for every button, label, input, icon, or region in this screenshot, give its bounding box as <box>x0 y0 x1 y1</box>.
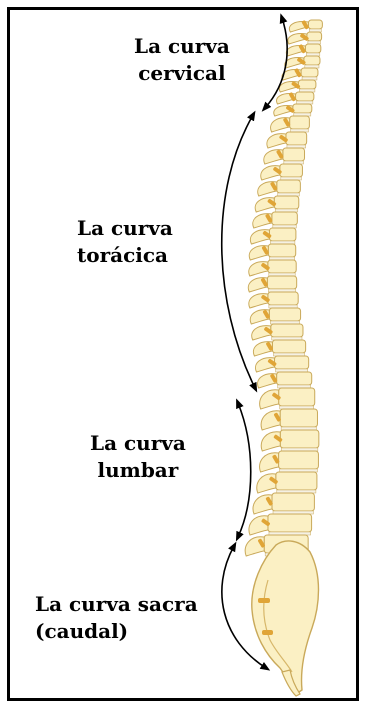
lumbar-arrow <box>238 403 251 537</box>
vertebra <box>308 20 322 29</box>
label-line: La curva <box>90 430 186 457</box>
vertebra <box>301 68 318 77</box>
label-line: La curva <box>77 215 173 242</box>
vertebra <box>293 104 312 113</box>
vertebra <box>272 493 314 511</box>
vertebra <box>296 92 314 101</box>
label-sacral-curve: La curva sacra (caudal) <box>35 591 198 645</box>
vertebra <box>298 80 316 89</box>
vertebra <box>307 32 322 41</box>
vertebra <box>272 212 298 225</box>
vertebra <box>268 292 298 305</box>
vertebra <box>283 148 305 161</box>
sacral-process <box>262 630 273 635</box>
label-line: lumbar <box>90 457 186 484</box>
vertebra <box>280 409 317 427</box>
vertebra <box>268 514 312 532</box>
vertebral-arch <box>257 474 276 493</box>
vertebra <box>279 388 315 406</box>
vertebra <box>268 260 296 273</box>
label-line: cervical <box>134 60 230 87</box>
vertebral-column <box>245 20 322 556</box>
vertebra <box>271 324 303 337</box>
vertebra <box>268 244 295 257</box>
vertebra <box>274 196 299 209</box>
vertebra <box>267 276 296 289</box>
sacral-process <box>258 598 270 603</box>
vertebra <box>276 472 317 490</box>
label-thoracic-curve: La curva torácica <box>77 215 173 269</box>
vertebra <box>279 451 319 469</box>
vertebra <box>290 116 310 129</box>
vertebral-arch <box>260 390 279 409</box>
vertebra <box>305 44 320 53</box>
vertebra <box>272 340 305 353</box>
label-cervical-curve: La curva cervical <box>134 33 230 87</box>
vertebra <box>304 56 320 65</box>
label-line: La curva <box>134 33 230 60</box>
vertebra <box>277 180 301 193</box>
vertebral-arch <box>261 432 280 451</box>
label-line: La curva sacra <box>35 591 198 618</box>
vertebra <box>280 164 303 177</box>
vertebra <box>275 356 309 369</box>
label-line: torácica <box>77 242 173 269</box>
vertebra <box>280 430 319 448</box>
vertebra <box>269 308 300 321</box>
vertebra <box>269 228 295 241</box>
vertebra <box>277 372 312 385</box>
vertebral-arch <box>249 516 268 535</box>
label-line: (caudal) <box>35 618 198 645</box>
label-lumbar-curve: La curva lumbar <box>90 430 186 484</box>
vertebra <box>286 132 307 145</box>
